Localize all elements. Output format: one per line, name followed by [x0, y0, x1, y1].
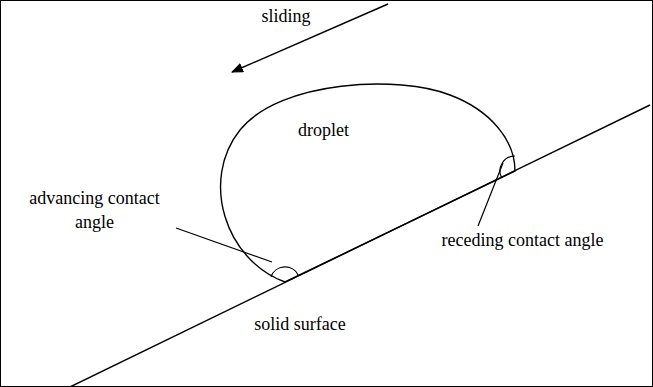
- droplet-shape: droplet: [200, 80, 520, 290]
- surface-label: solid surface: [240, 312, 360, 336]
- droplet-label: droplet: [298, 120, 349, 141]
- angle-label: advancing contact angle: [12, 186, 177, 235]
- advancing-leader: [176, 228, 272, 262]
- angle-label: receding contact angle: [440, 228, 605, 252]
- receding-leader: [478, 163, 503, 226]
- advancing-angle-arc: [271, 267, 299, 277]
- motion-label: sliding: [246, 4, 326, 28]
- droplet-outline: [200, 80, 520, 290]
- sliding-arrow: [232, 4, 388, 72]
